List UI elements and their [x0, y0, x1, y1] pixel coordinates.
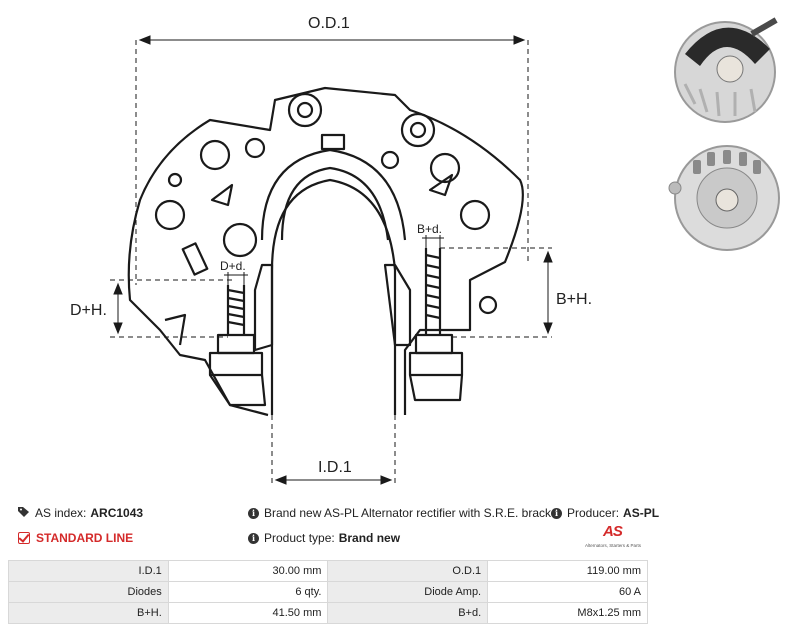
table-row: Diodes 6 qty. Diode Amp. 60 A: [8, 581, 648, 603]
product-type-value: Brand new: [338, 531, 401, 545]
as-index: AS index: ARC1043: [18, 506, 143, 520]
od-label: O.D.1: [308, 15, 350, 32]
product-description: i Brand new AS-PL Alternator rectifier w…: [248, 506, 561, 520]
dd-label: D+d.: [220, 259, 246, 273]
standard-line-badge: STANDARD LINE: [18, 531, 133, 545]
checkbox-icon: [18, 532, 30, 544]
left-bolt: [226, 285, 246, 335]
as-pl-logo: AS Alternators, Starters & Parts: [585, 523, 642, 548]
right-terminal-outer: [400, 112, 436, 148]
table-row: B+H. 41.50 mm B+d. M8x1.25 mm: [8, 602, 648, 624]
info-icon: i: [248, 507, 259, 519]
product-type: i Product type: Brand new: [248, 531, 400, 545]
bd-label: B+d.: [417, 222, 442, 236]
product-photo-installed[interactable]: [655, 4, 795, 124]
rectifier-outline: [127, 86, 524, 417]
producer-value: AS-PL: [623, 506, 660, 520]
tag-icon: [18, 506, 30, 520]
product-photo-housing[interactable]: [655, 138, 795, 258]
id-label: I.D.1: [318, 459, 352, 476]
product-info: AS index: ARC1043 STANDARD LINE i Brand …: [0, 500, 800, 556]
dh-label: D+H.: [70, 302, 107, 319]
rectifier-technical-drawing: O.D.1 I.D.1 D+H. B+H. D+d. B+d.: [70, 15, 592, 485]
info-icon: i: [551, 507, 562, 519]
right-bolt: [424, 248, 442, 335]
table-row: I.D.1 30.00 mm O.D.1 119.00 mm: [8, 560, 648, 582]
bh-label: B+H.: [556, 291, 592, 308]
info-icon: i: [248, 532, 259, 544]
specs-table: I.D.1 30.00 mm O.D.1 119.00 mm Diodes 6 …: [8, 560, 648, 624]
as-index-value: ARC1043: [90, 506, 144, 520]
top-terminal-outer: [287, 92, 323, 128]
producer: i Producer: AS-PL: [551, 506, 659, 520]
